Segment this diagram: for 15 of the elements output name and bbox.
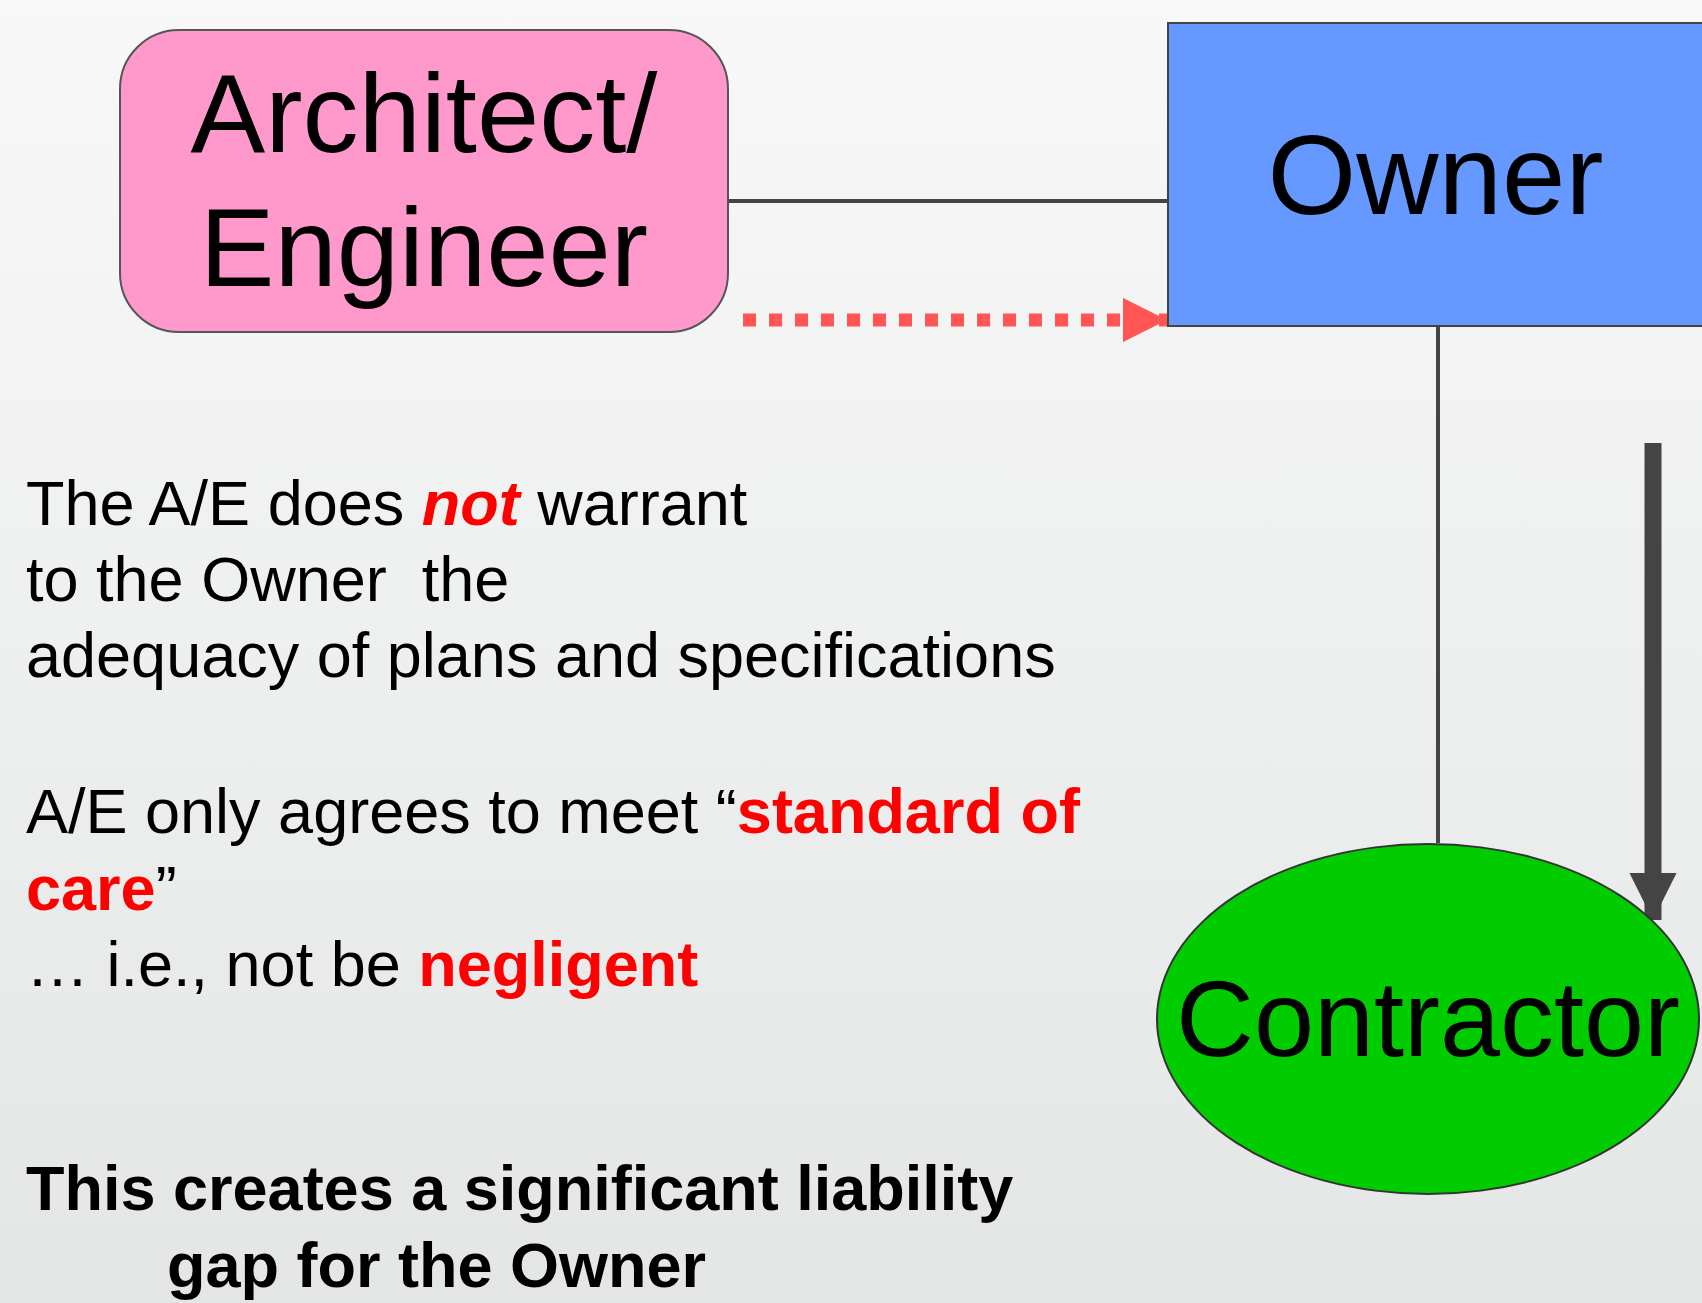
text-label: to the Owner the [26, 543, 510, 616]
text-label: The A/E does not warrant [26, 467, 748, 540]
text-label: A/E only agrees to meet “standard of care” [26, 775, 1081, 925]
connector-line [1436, 327, 1440, 844]
dotted-arrow [743, 297, 1167, 343]
text-label: This creates a significant liability gap for the Owner [26, 1152, 1015, 1302]
node-label: Architect/ Engineer [189, 49, 659, 312]
node-label: Owner [1267, 110, 1604, 240]
arrow [1629, 443, 1677, 921]
text-label: adequacy of plans and specifications [26, 619, 1056, 692]
text-label: … i.e., not be negligent [26, 928, 699, 1001]
connector-line [729, 199, 1167, 203]
rounded-box [119, 29, 729, 333]
process-box [1167, 22, 1702, 327]
node-label: Contractor [1175, 957, 1681, 1081]
